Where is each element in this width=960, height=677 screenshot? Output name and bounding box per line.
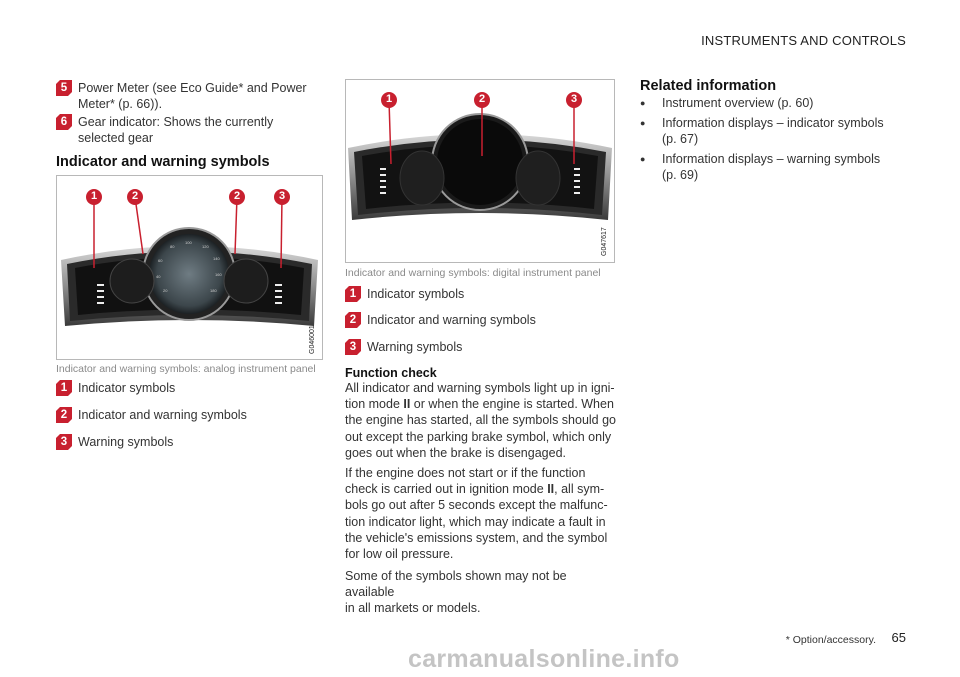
- figure-code: G046001: [309, 325, 316, 354]
- bullet-icon: ●: [640, 154, 646, 164]
- svg-text:80: 80: [170, 244, 175, 249]
- svg-text:60: 60: [158, 258, 163, 263]
- svg-text:20: 20: [163, 288, 168, 293]
- callout-badge: 1: [56, 380, 72, 396]
- text-line: tion mode II or when the engine is start…: [345, 397, 614, 412]
- callout-number: 1: [90, 190, 98, 202]
- text-line: check is carried out in ignition mode II…: [345, 482, 605, 497]
- legend-item-2: 2 Indicator and warning symbols: [56, 407, 247, 423]
- legend-item-3: 3 Warning symbols: [56, 434, 173, 450]
- callout-badge: 2: [56, 407, 72, 423]
- related-link-warning-symbols[interactable]: ● Information displays – warning symbols…: [640, 151, 880, 183]
- callout-badge: 2: [345, 312, 361, 328]
- related-link-instrument-overview[interactable]: ● Instrument overview (p. 60): [640, 95, 813, 111]
- callout-number: 3: [570, 93, 578, 105]
- link-text[interactable]: Instrument overview (p. 60): [662, 96, 814, 110]
- ignition-mode: II: [403, 397, 411, 412]
- callout-badge: 1: [345, 286, 361, 302]
- related-information-heading: Related information: [640, 78, 777, 94]
- legend-item-1: 1 Indicator symbols: [345, 286, 464, 302]
- bullet-icon: ●: [640, 98, 646, 108]
- analog-instrument-figure: 20 40 60 80 100 120 140 160 180 1 2 2 3 G04600…: [56, 175, 323, 360]
- text-line: for low oil pressure.: [345, 547, 454, 562]
- bullet-icon: ●: [640, 118, 646, 128]
- legend-text: Warning symbols: [78, 435, 174, 449]
- legend-item-1: 1 Indicator symbols: [56, 380, 175, 396]
- callout-number: 2: [478, 93, 486, 105]
- legend-item-3: 3 Warning symbols: [345, 339, 462, 355]
- text-line: Some of the symbols shown may not be ava…: [345, 569, 567, 600]
- digital-instrument-panel-illustration: [348, 92, 612, 220]
- link-text[interactable]: Information displays – warning symbols: [662, 152, 881, 166]
- callout-number: 3: [278, 190, 286, 202]
- list-item-6: 6 Gear indicator: Shows the currently se…: [56, 114, 322, 146]
- legend-text: Indicator symbols: [367, 287, 465, 301]
- text-line: If the engine does not start or if the f…: [345, 466, 586, 480]
- svg-text:40: 40: [156, 274, 161, 279]
- section-header: INSTRUMENTS AND CONTROLS: [701, 33, 906, 48]
- text-line: the vehicle's emissions system, and the …: [345, 530, 608, 545]
- subheading: Function check: [345, 366, 437, 380]
- text-line: out except the parking brake symbol, whi…: [345, 429, 612, 444]
- ignition-mode: II: [547, 482, 555, 497]
- legend-text: Indicator and warning symbols: [367, 313, 536, 327]
- text-line: in all markets or models.: [345, 601, 481, 616]
- legend-item-2: 2 Indicator and warning symbols: [345, 312, 536, 328]
- text-line: bols go out after 5 seconds except the m…: [345, 498, 608, 513]
- list-item-5: 5 Power Meter (see Eco Guide* and Power …: [56, 80, 322, 112]
- footnote: * Option/accessory.: [785, 634, 876, 646]
- figure-caption: Indicator and warning symbols: analog in…: [56, 363, 316, 375]
- legend-text: Warning symbols: [367, 340, 463, 354]
- svg-text:100: 100: [185, 240, 192, 245]
- callout-number: 2: [131, 190, 139, 202]
- legend-text: Indicator and warning symbols: [78, 408, 247, 422]
- figure-caption: Indicator and warning symbols: digital i…: [345, 267, 601, 279]
- page-number: 65: [891, 630, 906, 645]
- link-text[interactable]: (p. 67): [662, 132, 699, 146]
- callout-badge: 3: [56, 434, 72, 450]
- text-line: All indicator and warning symbols light …: [345, 381, 615, 395]
- link-text[interactable]: (p. 69): [662, 168, 699, 182]
- legend-text: Indicator symbols: [78, 381, 176, 395]
- svg-text:120: 120: [202, 244, 209, 249]
- svg-text:140: 140: [213, 256, 220, 261]
- callout-badge: 5: [56, 80, 72, 96]
- paragraph-engine-start: If the engine does not start or if the f…: [345, 465, 617, 562]
- list-item-text: Gear indicator: Shows the currently sele…: [78, 115, 274, 145]
- related-link-indicator-symbols[interactable]: ● Information displays – indicator symbo…: [640, 115, 884, 147]
- text-line: the engine has started, all the symbols …: [345, 413, 617, 428]
- text-line: goes out when the brake is disengaged.: [345, 445, 566, 460]
- paragraph-function-check: All indicator and warning symbols light …: [345, 380, 617, 461]
- svg-text:180: 180: [210, 288, 217, 293]
- digital-instrument-figure: 1 2 3 G047617: [345, 79, 615, 263]
- link-text[interactable]: Information displays – indicator symbols: [662, 116, 884, 130]
- figure-code: G047617: [601, 227, 608, 256]
- text-line: tion indicator light, which may indicate…: [345, 514, 606, 529]
- callout-badge: 3: [345, 339, 361, 355]
- callout-number: 2: [233, 190, 241, 202]
- paragraph-availability: Some of the symbols shown may not be ava…: [345, 568, 617, 617]
- list-item-text: Power Meter (see Eco Guide* and Power Me…: [78, 81, 307, 111]
- callout-number: 1: [385, 93, 393, 105]
- watermark: carmanualsonline.info: [408, 645, 680, 673]
- svg-text:160: 160: [215, 272, 222, 277]
- section-heading: Indicator and warning symbols: [56, 154, 270, 170]
- callout-badge: 6: [56, 114, 72, 130]
- analog-instrument-panel-illustration: 20 40 60 80 100 120 140 160 180: [61, 189, 318, 326]
